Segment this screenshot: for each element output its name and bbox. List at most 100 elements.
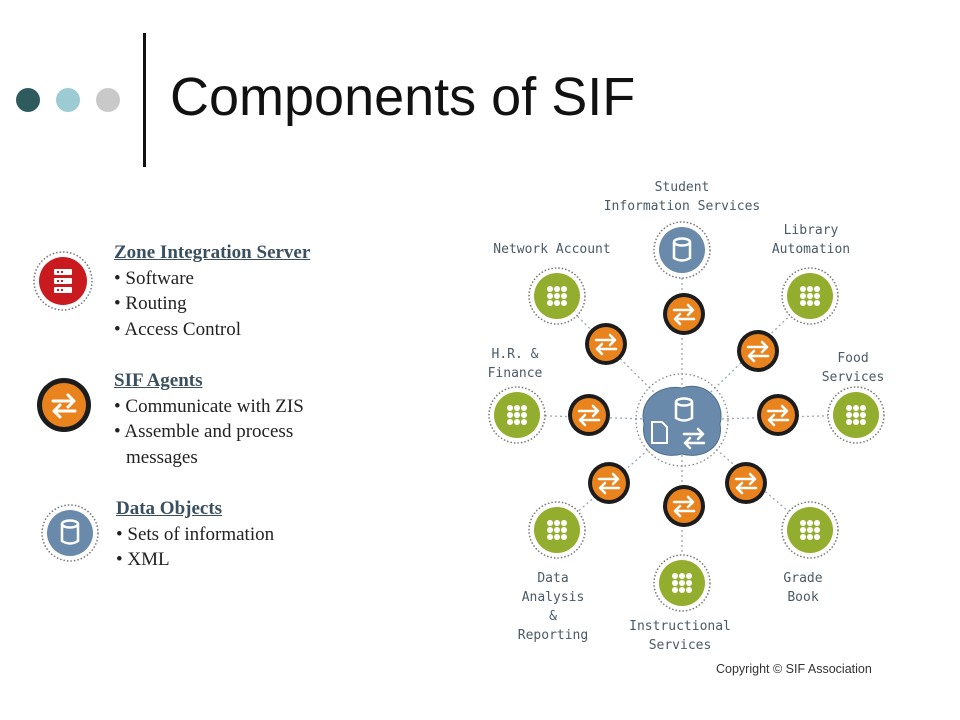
agent-grade [725,462,767,504]
zis-item-software: Software [125,267,194,289]
objects-item-xml: XML [127,549,170,570]
zis-item-access-control: Access Control [124,318,241,340]
node-label-line: Services [822,370,885,385]
arrows-icon [594,333,618,356]
agent-disc [589,327,623,361]
agent-disc [572,398,606,432]
bullet-glyph: • [116,523,123,545]
agent-library [737,330,779,372]
node-label-line: Library [784,223,839,238]
node-label-line: Automation [772,242,850,257]
node-label-line: Information Services [604,199,761,214]
arrows-icon [597,472,621,495]
node-disc [659,227,705,273]
node-label-line: H.R. & [492,347,539,362]
agent-food [757,394,799,436]
node-hr: H.R. & Finance [488,347,546,444]
agent-disc [667,297,701,331]
node-label-network: Network Account [493,242,610,257]
agents-item-continuation: messages [126,446,198,468]
copyright-notice: Copyright © SIF Association [716,662,872,676]
node-label-line: Finance [488,366,543,381]
sif-agent-arrows-icon [37,378,91,432]
grid-icon [800,286,820,306]
grid-icon [507,405,527,425]
agents-legend: SIF Agents • Communicate with ZIS • Asse… [114,368,304,470]
agent-data [588,462,630,504]
objects-item: • XML [116,547,274,573]
grid-icon [800,520,820,540]
bullet-glyph: • [114,293,121,314]
database-icon [672,237,692,262]
agent-disc [761,398,795,432]
arrows-icon [682,427,706,450]
bullet-glyph: • [114,421,121,442]
objects-item: • Sets of information [116,522,274,548]
node-label-line: Instructional [629,619,731,634]
node-label-line: Student [655,180,710,195]
node-label-line: Reporting [518,628,588,643]
agents-item: • Communicate with ZIS [114,394,304,420]
arrows-icon [672,303,696,326]
node-network: Network Account [493,242,611,325]
database-icon [674,397,694,422]
agent-disc [592,466,626,500]
zis-item: • Routing [114,291,310,317]
objects-legend: Data Objects • Sets of information • XML [116,496,274,573]
agent-disc [667,489,701,523]
connector-line [556,295,683,421]
agents-item-communicate: Communicate with ZIS [125,395,304,417]
agents-item-assemble: Assemble and process [124,421,294,442]
agent-disc [729,466,763,500]
slide-title: Components of SIF [170,67,636,127]
bullet-glyph: • [114,395,121,417]
bullet-glyph: • [116,549,123,570]
grid-icon [672,573,692,593]
agents-item: • Assemble and process [114,419,304,445]
zis-heading: Zone Integration Server [114,242,311,263]
grid-icon [846,405,866,425]
node-label-line: Services [649,638,712,653]
grid-icon [547,286,567,306]
connector-line [681,419,811,531]
node-label-line: Grade [783,571,822,586]
arrows-icon [746,340,770,363]
node-label-line: & [549,609,557,624]
agent-instructional [663,485,705,527]
objects-item-sets: Sets of information [127,523,275,545]
arrows-icon [734,472,758,495]
node-label-line: Data [537,571,568,586]
arrows-icon [766,404,790,427]
decor-dot-3 [96,88,120,112]
zis-hub [635,373,729,467]
node-label-line: Network Account [493,242,610,257]
bullet-glyph: • [114,318,121,340]
connector-line [681,414,857,421]
objects-heading: Data Objects [116,498,223,519]
arrows-icon [672,495,696,518]
agents-heading: SIF Agents [114,370,203,391]
grid-icon [547,520,567,540]
hub-ring [635,373,729,467]
agent-disc [741,334,775,368]
data-object-database-icon [41,504,99,562]
title-divider [143,33,146,167]
zis-server-icon [33,251,93,311]
node-label-line: Food [837,351,868,366]
file-icon [651,421,668,444]
decor-dot-1 [16,88,40,112]
agent-hr [568,394,610,436]
agent-nodes [568,293,799,527]
